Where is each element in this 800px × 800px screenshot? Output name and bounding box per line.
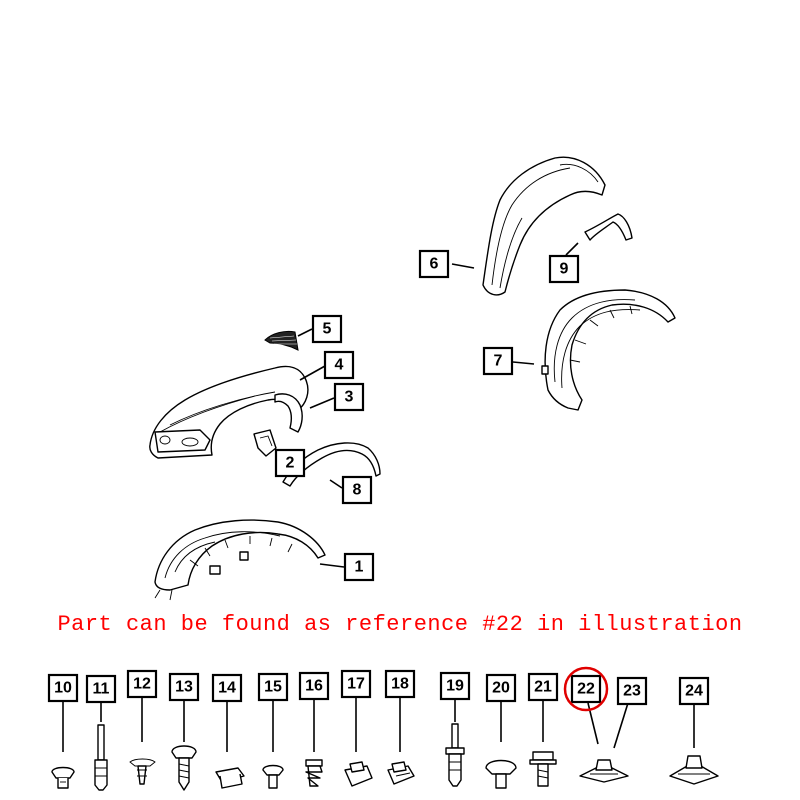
callout-5: 5: [311, 314, 343, 344]
fastener-18: [387, 697, 415, 785]
fastener-13: [171, 700, 197, 791]
reference-note: Part can be found as reference #22 in il…: [57, 612, 743, 637]
callout-6: 6: [418, 249, 450, 279]
fastener-12: [129, 697, 156, 785]
svg-text:15: 15: [264, 679, 282, 696]
callout-11: 11: [85, 674, 117, 704]
svg-text:8: 8: [353, 482, 362, 499]
callout-7: 7: [482, 346, 514, 376]
part-3-fender-flare: [274, 393, 303, 433]
fastener-17: [344, 697, 373, 787]
svg-text:19: 19: [446, 678, 464, 695]
svg-text:13: 13: [175, 679, 193, 696]
callout-17: 17: [340, 669, 372, 699]
part-9-trim: [584, 213, 633, 241]
callout-18: 18: [384, 669, 416, 699]
svg-text:9: 9: [560, 261, 569, 278]
callout-14: 14: [211, 673, 243, 703]
fastener-14: [215, 701, 245, 789]
fastener-16: [305, 698, 323, 787]
callout-9: 9: [548, 254, 580, 284]
callout-1: 1: [343, 552, 375, 582]
svg-text:17: 17: [347, 676, 365, 693]
callout-20: 20: [485, 673, 517, 703]
part-1-front-liner: [154, 519, 326, 601]
fastener-22: [579, 702, 629, 783]
part-5-trim: [264, 330, 299, 351]
callout-15: 15: [257, 672, 289, 702]
svg-text:20: 20: [492, 680, 510, 697]
svg-text:5: 5: [323, 321, 332, 338]
callout-23: 23: [616, 676, 648, 706]
fastener-11: [94, 701, 108, 791]
part-7-rear-liner: [541, 289, 676, 411]
svg-text:7: 7: [494, 353, 503, 370]
callout-16: 16: [298, 671, 330, 701]
svg-text:18: 18: [391, 676, 409, 693]
callout-2: 2: [274, 448, 306, 478]
highlight-circle: [563, 666, 609, 712]
svg-text:21: 21: [534, 679, 552, 696]
callout-21: 21: [527, 672, 559, 702]
svg-text:12: 12: [133, 676, 151, 693]
callout-4: 4: [323, 350, 355, 380]
svg-text:16: 16: [305, 678, 323, 695]
callout-3: 3: [333, 382, 365, 412]
fastener-20: [485, 701, 517, 789]
callout-22[interactable]: 22: [570, 674, 602, 704]
part-6-rear-flare: [482, 156, 606, 296]
svg-text:22: 22: [577, 681, 595, 698]
fastener-24: [669, 704, 719, 785]
svg-text:4: 4: [335, 357, 344, 374]
svg-text:1: 1: [355, 559, 364, 576]
svg-text:23: 23: [623, 683, 641, 700]
part-4-front-fender: [149, 365, 309, 459]
svg-text:2: 2: [286, 455, 295, 472]
svg-text:3: 3: [345, 389, 354, 406]
callout-24: 24: [678, 676, 710, 706]
fastener-19: [445, 699, 465, 787]
svg-text:14: 14: [218, 680, 236, 697]
callout-8: 8: [341, 475, 373, 505]
fastener-10: [51, 700, 75, 789]
callout-12: 12: [126, 669, 158, 699]
svg-text:10: 10: [54, 680, 72, 697]
svg-text:24: 24: [685, 683, 703, 700]
fastener-15: [262, 700, 284, 789]
callout-19: 19: [439, 671, 471, 701]
callout-10: 10: [47, 673, 79, 703]
part-2-bracket: [253, 429, 277, 457]
svg-text:11: 11: [93, 681, 110, 698]
callout-13: 13: [168, 672, 200, 702]
svg-text:6: 6: [430, 256, 439, 273]
fastener-21: [529, 700, 557, 787]
